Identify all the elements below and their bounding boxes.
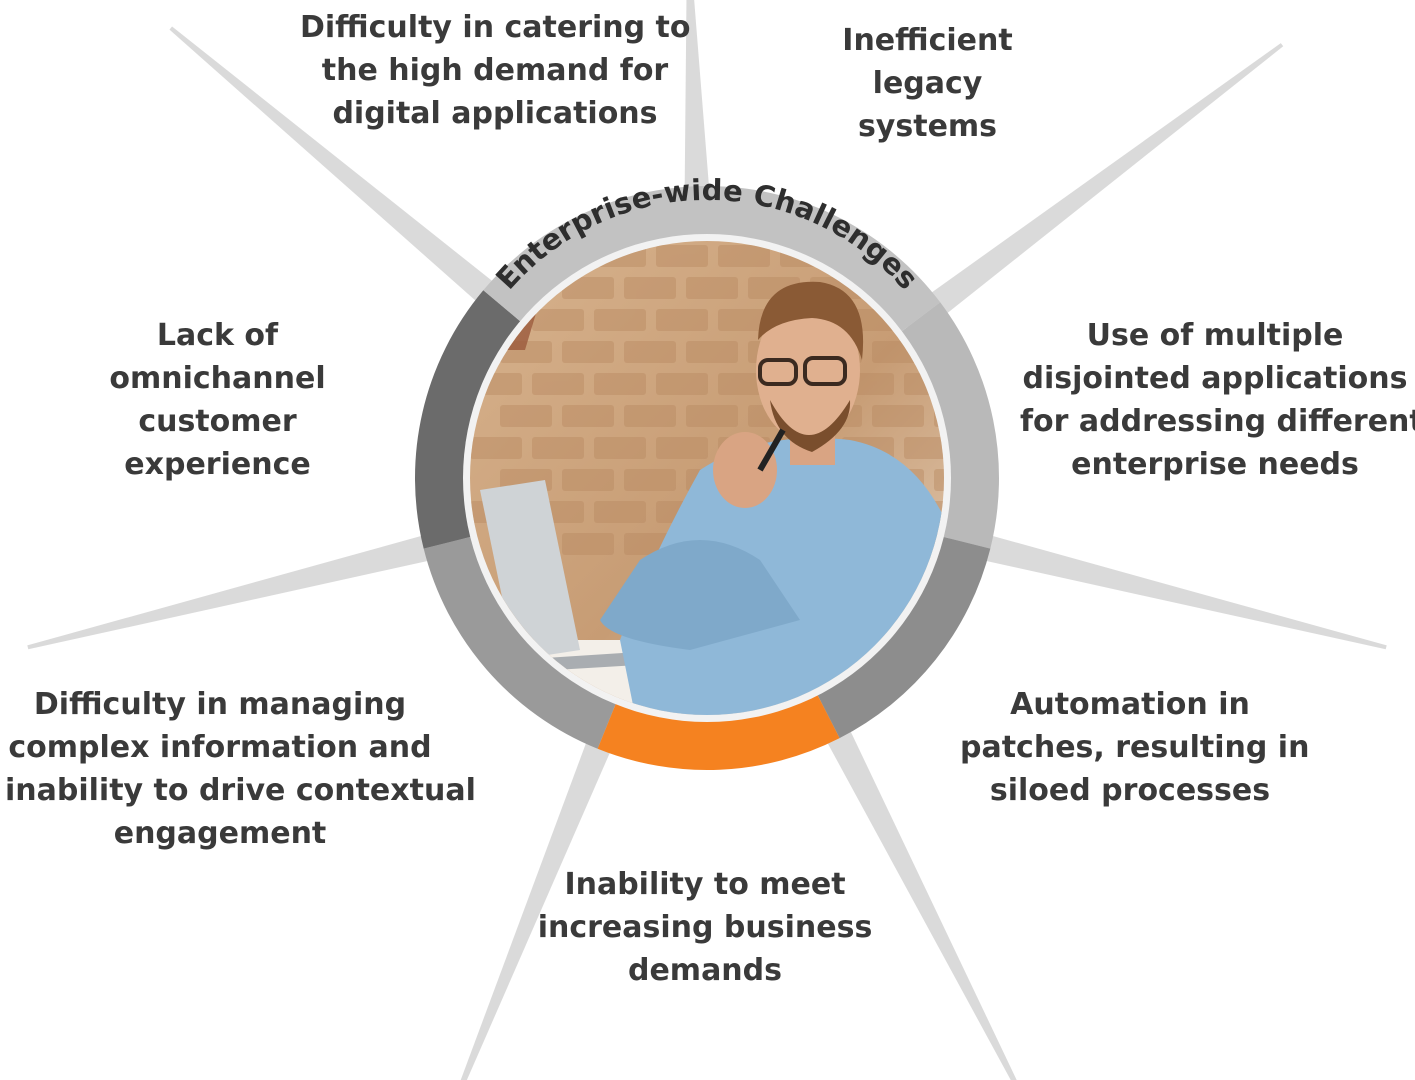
challenge-line: Automation in (1010, 687, 1250, 722)
divider-ray (460, 704, 627, 1080)
challenge-line: Inability to meet (564, 867, 846, 902)
challenge-line: legacy (872, 66, 983, 101)
divider-ray (808, 694, 1017, 1080)
challenge-line: Inefficient (842, 23, 1013, 58)
challenge-line: Difficulty in catering to (300, 10, 691, 45)
challenge-line: systems (857, 109, 998, 144)
challenge-line: Lack of (156, 318, 279, 353)
challenge-bottom-right: Automation in patches, resulting in siloed… (960, 683, 1310, 812)
challenge-line: complex information and (8, 730, 432, 765)
challenge-line: customer (138, 404, 297, 439)
challenge-line: Difficulty in managing (33, 687, 407, 722)
ring-segment (423, 536, 618, 749)
challenge-line: Use of multiple (1086, 318, 1344, 353)
challenge-line: omnichannel (109, 361, 326, 396)
ring-segment (815, 536, 991, 739)
challenge-right: Use of multiple disjointed applications fo… (1020, 314, 1415, 486)
challenge-line: disjointed applications (1022, 361, 1408, 396)
challenge-bottom: Inability to meet increasing business dema… (530, 863, 880, 992)
divider-ray (898, 43, 1284, 339)
divider-ray (27, 524, 468, 650)
challenge-line: increasing business (537, 910, 873, 945)
title-band (483, 186, 941, 334)
ring-segment (415, 290, 524, 549)
challenge-line: enterprise needs (1071, 447, 1359, 482)
challenge-left: Lack of omnichannel customer experience (90, 314, 345, 486)
ring-segments (415, 186, 999, 749)
challenge-line: experience (124, 447, 311, 482)
divider-ray (946, 524, 1387, 650)
challenge-top-left: Difficulty in catering to the high demand… (300, 6, 691, 135)
divider-ray (684, 0, 713, 229)
challenge-bottom-left: Difficulty in managing complex informatio… (5, 683, 476, 855)
challenge-line: for addressing different (1020, 404, 1415, 439)
challenge-line: siloed processes (989, 773, 1271, 808)
challenge-line: the high demand for (321, 53, 669, 88)
ring-segment (898, 302, 999, 549)
challenge-line: patches, resulting in (960, 730, 1310, 765)
accent-ring-segment (597, 691, 840, 770)
challenge-line: digital applications (332, 96, 658, 131)
divider-ray (169, 26, 525, 329)
challenge-line: inability to drive contextual (5, 773, 476, 808)
challenge-line: demands (627, 953, 782, 988)
challenge-top-right: Inefficient legacy systems (800, 19, 1055, 148)
challenge-line: engagement (113, 816, 327, 851)
